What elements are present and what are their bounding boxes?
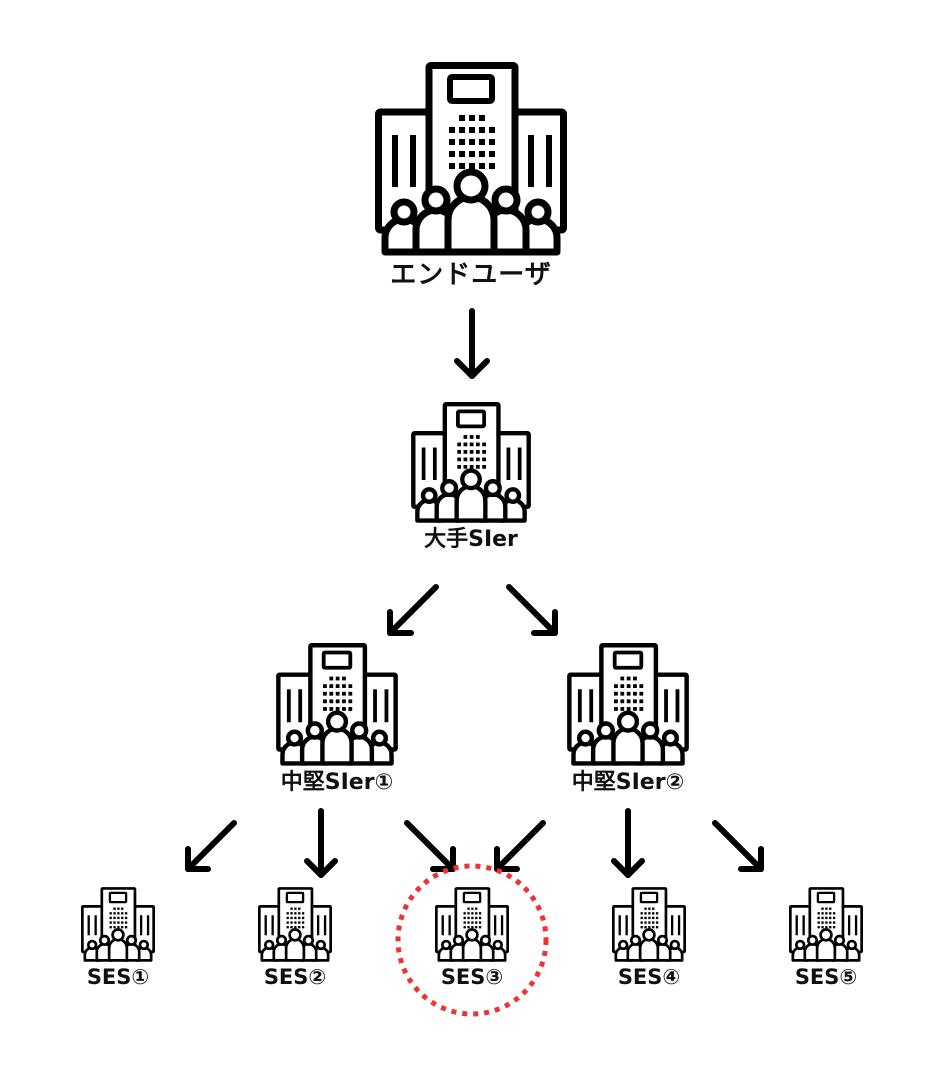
office-building-with-people-icon [411,402,531,523]
node-end-user: エンドユーザ [375,62,567,288]
node-label-ses-3: SES③ [440,965,504,989]
node-large-sier: 大手SIer [411,402,531,551]
office-building-with-people-icon [258,887,332,962]
node-mid-sier-2: 中堅SIer② [567,643,689,794]
node-label-ses-4: SES④ [617,965,681,989]
office-building-with-people-icon [567,643,689,766]
arrow-end-user-to-large-sier [454,308,490,379]
node-label-ses-5: SES⑤ [794,965,858,989]
arrow-mid-sier-2-to-ses-3 [494,820,546,872]
node-label-mid-sier-1: 中堅SIer① [280,770,394,795]
arrow-mid-sier-1-to-ses-2 [304,808,338,878]
arrow-mid-sier-2-to-ses-4 [611,808,645,878]
node-ses-1: SES① [78,887,158,988]
office-building-with-people-icon [612,887,686,962]
arrow-mid-sier-1-to-ses-3 [404,820,456,872]
office-building-with-people-icon [435,887,509,962]
node-label-ses-2: SES② [263,965,327,989]
arrow-mid-sier-1-to-ses-1 [185,820,237,872]
node-label-end-user: エンドユーザ [390,260,552,290]
node-ses-4: SES④ [609,887,689,988]
office-building-with-people-icon [375,62,567,256]
node-mid-sier-1: 中堅SIer① [276,643,398,794]
node-ses-2: SES② [255,887,335,988]
office-building-with-people-icon [276,643,398,766]
node-label-mid-sier-2: 中堅SIer② [571,770,685,795]
office-building-with-people-icon [81,887,155,962]
arrow-large-sier-to-mid-sier-1 [387,584,439,636]
node-label-large-sier: 大手SIer [424,527,518,552]
arrow-mid-sier-2-to-ses-5 [712,820,764,872]
node-ses-3: SES③ [432,887,512,988]
office-building-with-people-icon [789,887,863,962]
arrow-large-sier-to-mid-sier-2 [506,584,558,636]
node-label-ses-1: SES① [86,965,150,989]
node-ses-5: SES⑤ [786,887,866,988]
